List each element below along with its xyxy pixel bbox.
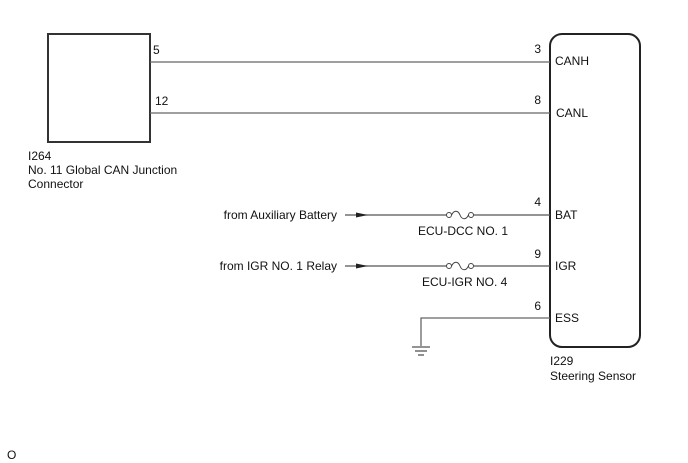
steering-sensor-box bbox=[549, 33, 641, 348]
pin-number: 5 bbox=[153, 43, 160, 57]
pin-number: 8 bbox=[534, 93, 541, 107]
fuse-label: ECU-IGR NO. 4 bbox=[422, 275, 508, 289]
pin-label: IGR bbox=[555, 259, 577, 273]
ground-icon bbox=[412, 346, 430, 356]
component-name: Connector bbox=[28, 177, 84, 191]
pin-label: CANL bbox=[556, 106, 589, 120]
ess-wire bbox=[412, 317, 550, 356]
component-name: No. 11 Global CAN Junction bbox=[28, 163, 178, 177]
component-code: I229 bbox=[550, 354, 574, 368]
fuse-icon bbox=[446, 210, 474, 220]
arrow-icon bbox=[356, 212, 368, 218]
pin-label: ESS bbox=[555, 311, 580, 325]
source-label: from IGR NO. 1 Relay bbox=[219, 259, 337, 273]
component-name: Steering Sensor bbox=[550, 369, 637, 383]
fuse-label: ECU-DCC NO. 1 bbox=[418, 224, 509, 238]
fuse-icon bbox=[446, 261, 474, 271]
bat-wire bbox=[345, 210, 550, 220]
source-label: from Auxiliary Battery bbox=[223, 208, 337, 222]
component-code: I264 bbox=[28, 149, 52, 163]
arrow-icon bbox=[356, 263, 368, 269]
pin-number: 4 bbox=[534, 195, 541, 209]
pin-label: BAT bbox=[555, 208, 578, 222]
junction-connector-box bbox=[47, 33, 151, 143]
igr-wire bbox=[345, 261, 550, 271]
pin-number: 6 bbox=[534, 299, 541, 313]
pin-number: 3 bbox=[534, 42, 541, 56]
diagram-code: O bbox=[7, 448, 17, 462]
pin-label: CANH bbox=[555, 54, 590, 68]
pin-number: 9 bbox=[534, 247, 541, 261]
pin-number: 12 bbox=[155, 94, 169, 108]
